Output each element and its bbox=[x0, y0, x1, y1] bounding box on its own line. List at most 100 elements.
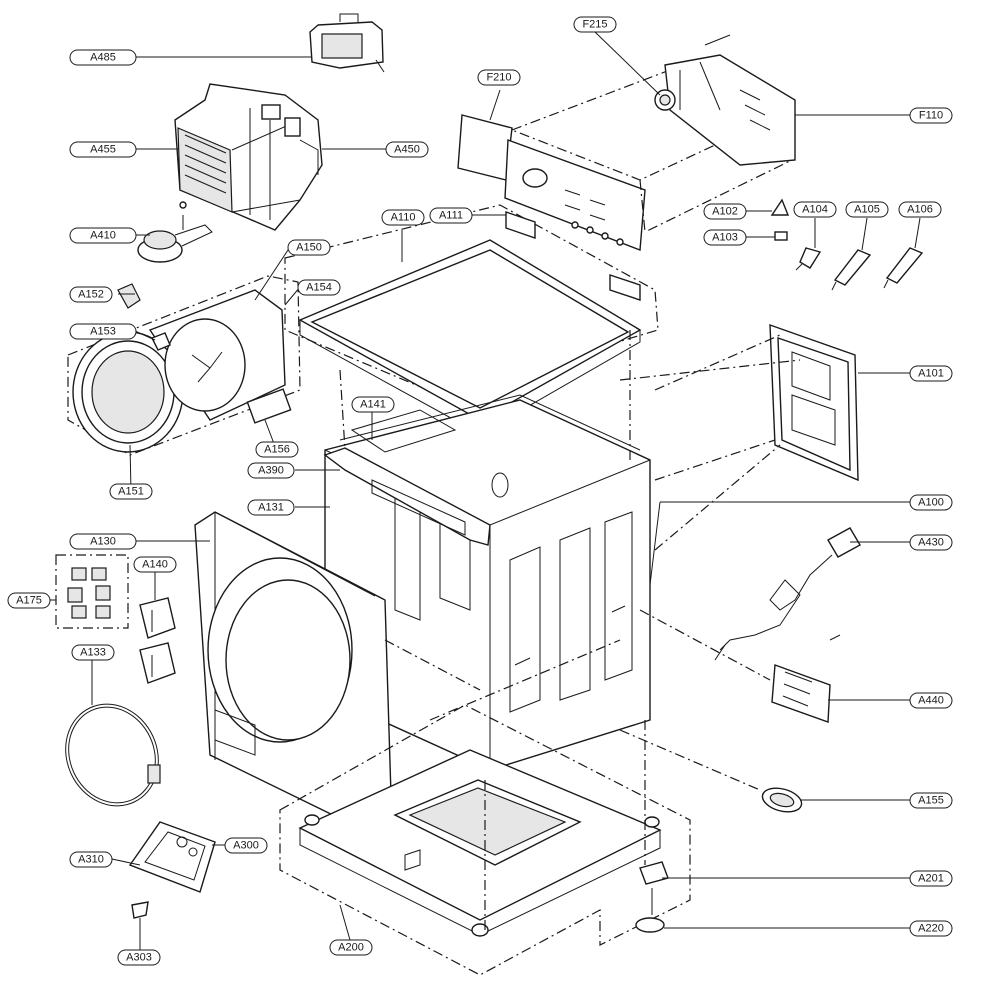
svg-text:A140: A140 bbox=[142, 559, 168, 571]
part-a141-upper-bracket bbox=[350, 409, 457, 453]
svg-text:A151: A151 bbox=[118, 486, 144, 498]
svg-text:F215: F215 bbox=[582, 19, 607, 31]
svg-text:A106: A106 bbox=[907, 204, 933, 216]
callout-a156: A156 bbox=[255, 441, 299, 458]
callout-a430: A430 bbox=[909, 534, 953, 551]
callout-a455: A455 bbox=[69, 141, 137, 158]
callout-a201: A201 bbox=[909, 870, 953, 887]
part-a440-noise-filter bbox=[771, 634, 841, 723]
svg-text:A390: A390 bbox=[258, 465, 284, 477]
callout-a106: A106 bbox=[898, 201, 942, 218]
svg-text:A310: A310 bbox=[78, 854, 104, 866]
callout-a151: A151 bbox=[109, 483, 153, 500]
callout-a101: A101 bbox=[909, 365, 953, 382]
svg-text:A130: A130 bbox=[90, 536, 116, 548]
callout-a140: A140 bbox=[133, 556, 177, 573]
callout-a155: A155 bbox=[909, 792, 953, 809]
svg-text:A105: A105 bbox=[854, 204, 880, 216]
callout-a100: A100 bbox=[909, 494, 953, 511]
svg-text:A156: A156 bbox=[264, 444, 290, 456]
callout-a300: A300 bbox=[224, 837, 268, 854]
callout-a410: A410 bbox=[69, 227, 137, 244]
part-a430-power-cord bbox=[714, 527, 861, 661]
part-a104-sensor bbox=[795, 247, 822, 271]
part-a450-a455-pcb-assembly bbox=[174, 83, 323, 231]
svg-text:A131: A131 bbox=[258, 502, 284, 514]
svg-text:A153: A153 bbox=[90, 326, 116, 338]
callout-a105: A105 bbox=[845, 201, 889, 218]
callout-a103: A103 bbox=[703, 229, 747, 246]
callout-a111: A111 bbox=[429, 207, 473, 224]
part-f110-detergent-box bbox=[510, 54, 796, 233]
part-a106-shock-absorber bbox=[883, 247, 924, 289]
group-frame-a200 bbox=[279, 704, 691, 976]
part-a130-front-panel bbox=[194, 511, 393, 839]
callout-a220: A220 bbox=[909, 920, 953, 937]
part-a140-hinges bbox=[139, 597, 176, 684]
part-a200-base bbox=[298, 749, 662, 937]
part-a110-top-plate bbox=[298, 239, 642, 435]
svg-text:A201: A201 bbox=[918, 873, 944, 885]
callout-a390: A390 bbox=[247, 462, 295, 479]
leader-lines bbox=[50, 31, 921, 950]
part-a201-leg-bracket bbox=[639, 861, 669, 885]
svg-text:A430: A430 bbox=[918, 537, 944, 549]
part-a153-lock-part bbox=[151, 332, 171, 351]
svg-text:A101: A101 bbox=[918, 368, 944, 380]
svg-text:A450: A450 bbox=[394, 144, 420, 156]
callout-a303: A303 bbox=[117, 949, 161, 966]
callout-a131: A131 bbox=[247, 499, 295, 516]
svg-text:A133: A133 bbox=[80, 647, 106, 659]
svg-text:A440: A440 bbox=[918, 695, 944, 707]
part-a300-filter-cover bbox=[128, 821, 216, 893]
svg-text:A300: A300 bbox=[233, 840, 259, 852]
callout-a154: A154 bbox=[297, 279, 341, 296]
callout-a485: A485 bbox=[69, 49, 137, 66]
part-a155-seal bbox=[761, 787, 803, 813]
svg-text:A220: A220 bbox=[918, 923, 944, 935]
part-a152-hinge-clip bbox=[117, 283, 141, 309]
svg-text:A152: A152 bbox=[78, 289, 104, 301]
group-frame-a150 bbox=[67, 275, 301, 456]
callout-a104: A104 bbox=[793, 201, 837, 218]
svg-text:F110: F110 bbox=[919, 110, 943, 122]
part-f210-drawer-panel bbox=[457, 114, 646, 251]
callout-a152: A152 bbox=[69, 286, 113, 303]
callout-f215: F215 bbox=[573, 16, 617, 33]
svg-text:A175: A175 bbox=[16, 595, 42, 607]
callout-a175: A175 bbox=[7, 592, 51, 609]
part-a303-screw bbox=[131, 901, 149, 935]
callout-a450: A450 bbox=[385, 141, 429, 158]
svg-text:A200: A200 bbox=[338, 942, 364, 954]
callout-a440: A440 bbox=[909, 692, 953, 709]
svg-text:A141: A141 bbox=[360, 399, 386, 411]
callout-a133: A133 bbox=[71, 644, 115, 661]
callout-a102: A102 bbox=[703, 203, 747, 220]
callout-a130: A130 bbox=[69, 533, 137, 550]
svg-text:A111: A111 bbox=[439, 210, 463, 222]
svg-text:A155: A155 bbox=[918, 795, 944, 807]
callout-a150: A150 bbox=[287, 239, 331, 256]
part-a111-bracket bbox=[505, 211, 641, 301]
part-a133-clamp-ring bbox=[65, 703, 161, 807]
part-a151-door-assembly bbox=[72, 289, 292, 453]
part-a105-shock-absorber bbox=[831, 249, 872, 291]
callout-a141: A141 bbox=[351, 396, 395, 413]
svg-text:A110: A110 bbox=[391, 212, 416, 224]
part-a410-pressure-switch bbox=[137, 201, 213, 263]
part-a103-clip bbox=[774, 231, 788, 241]
part-a485-display-module bbox=[309, 13, 385, 73]
svg-text:A485: A485 bbox=[90, 52, 116, 64]
part-a175-hinge-set bbox=[67, 567, 111, 619]
part-a102-cap bbox=[770, 198, 790, 216]
callout-a110: A110 bbox=[381, 209, 425, 226]
svg-text:A154: A154 bbox=[306, 282, 332, 294]
svg-text:A303: A303 bbox=[126, 952, 152, 964]
svg-text:A410: A410 bbox=[90, 230, 116, 242]
part-a220-leveling-foot bbox=[635, 888, 665, 933]
part-a390-front-frame bbox=[323, 447, 491, 546]
svg-text:A104: A104 bbox=[802, 204, 828, 216]
svg-text:F210: F210 bbox=[486, 72, 511, 84]
